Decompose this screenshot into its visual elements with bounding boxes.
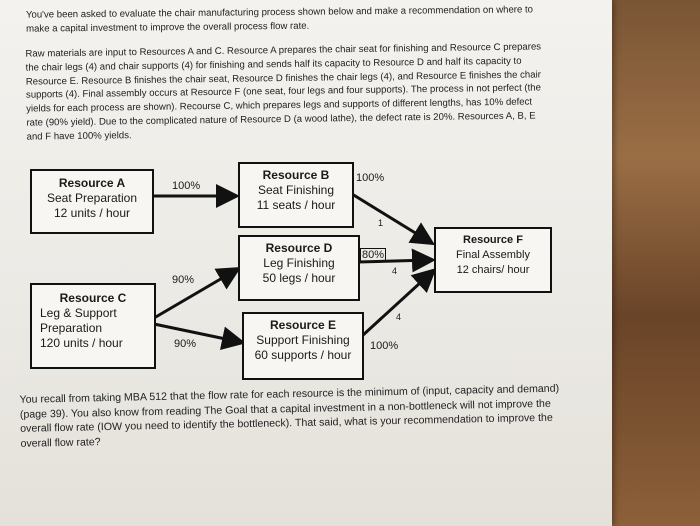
resource-e-box: Resource E Support Finishing 60 supports… [242,312,364,380]
resource-c-box: Resource C Leg & Support Preparation 120… [30,283,156,369]
resource-d-capacity: 50 legs / hour [262,271,336,285]
resource-d-title: Resource D [265,241,333,255]
resource-d-box: Resource D Leg Finishing 50 legs / hour [238,235,360,301]
resource-e-title: Resource E [269,318,337,332]
resource-b-line1: Seat Finishing [257,183,335,197]
resource-b-capacity: 11 seats / hour [256,198,336,212]
resource-f-line1: Final Assembly [456,249,530,261]
resource-e-capacity: 60 supports / hour [254,348,352,362]
resource-f-title: Resource F [463,234,523,246]
arrow-c-to-d [153,266,242,320]
ratio-label-d-to-f: 4 [392,266,398,276]
resource-c-line2: Preparation [40,321,103,335]
resource-b-box: Resource B Seat Finishing 11 seats / hou… [238,162,354,228]
question-paragraph: You recall from taking MBA 512 that the … [19,382,560,450]
yield-label-c-to-d: 90% [172,274,195,286]
resource-a-line1: Seat Preparation [46,191,138,205]
resource-d-line1: Leg Finishing [263,256,335,270]
resource-f-capacity: 12 chairs/ hour [456,264,530,276]
yield-label-e-to-f: 100% [370,340,399,352]
arrow-c-to-e [153,322,246,351]
yield-label-b-to-f: 100% [356,172,385,184]
arrow-e-to-f [360,267,437,338]
resource-a-capacity: 12 units / hour [53,206,131,220]
worksheet-paper: You've been asked to evaluate the chair … [0,0,612,526]
resource-c-capacity: 120 units / hour [40,336,123,350]
resource-b-title: Resource B [262,168,330,182]
yield-label-a-to-b: 100% [172,180,201,192]
resource-a-title: Resource A [58,176,126,190]
resource-e-line1: Support Finishing [256,333,350,347]
ratio-label-e-to-f: 4 [396,312,402,322]
resource-c-title: Resource C [59,291,127,305]
resource-a-box: Resource A Seat Preparation 12 units / h… [30,169,154,234]
wood-table-edge [605,0,700,526]
flow-arrows [152,184,437,351]
arrow-b-to-f [351,192,436,246]
ratio-label-b-to-f: 1 [378,218,384,228]
yield-label-c-to-e: 90% [174,338,197,350]
resource-f-box: Resource F Final Assembly 12 chairs/ hou… [434,227,552,293]
resource-c-line1: Leg & Support [40,306,117,320]
yield-label-d-to-f: 80% [360,248,387,262]
